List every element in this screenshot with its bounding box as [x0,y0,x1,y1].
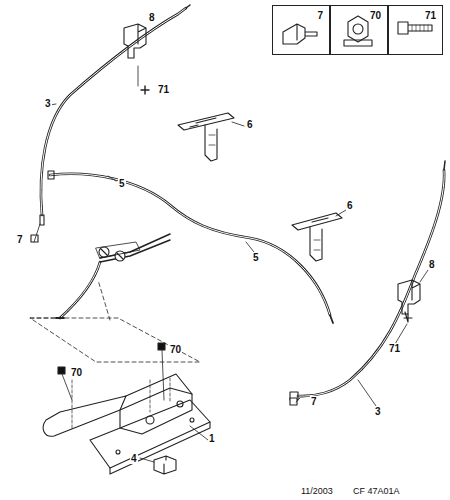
callout-number: 8 [148,12,156,23]
callout-number: 3 [374,406,382,417]
callout-number: 4 [130,453,138,464]
callout-number: 1 [208,433,216,444]
leader-lines [34,104,428,462]
callout-number: 5 [252,252,260,263]
clip-8 [398,280,420,322]
callout-number: 7 [310,396,318,407]
callout-number: 70 [169,344,182,355]
callout-number: 70 [370,10,381,21]
callout-number: 7 [16,234,24,245]
marker-square [58,367,65,374]
callout-number: 5 [118,178,126,189]
callout-number: 7 [317,10,323,21]
inset-cell: 7 [272,5,330,55]
callout-number: 71 [157,84,170,95]
callout-number: 6 [246,119,254,130]
bracket-6 [178,113,234,161]
dashed-outline [98,280,110,320]
callout-number: 3 [44,98,52,109]
handbrake-lever [43,374,210,474]
marker-square [158,343,165,350]
callout-number: 71 [425,10,436,21]
drawing-reference: 11/2003 [300,486,334,497]
callout-number: 8 [428,259,436,270]
callout-number: 70 [70,367,83,378]
cable-left [40,5,190,225]
dashed-outline [30,318,200,362]
cable-right [290,161,445,400]
drawing-reference: CF 47A01A [352,486,401,497]
inset-icons [283,16,432,46]
callout-number: 71 [388,343,401,354]
switch-4 [154,456,176,474]
clip-8 [124,24,149,94]
callout-number: 6 [346,200,354,211]
inset-cell: 71 [388,5,443,55]
cable-5 [48,171,333,323]
bracket-6 [292,213,342,261]
inset-cell: 70 [330,5,388,55]
